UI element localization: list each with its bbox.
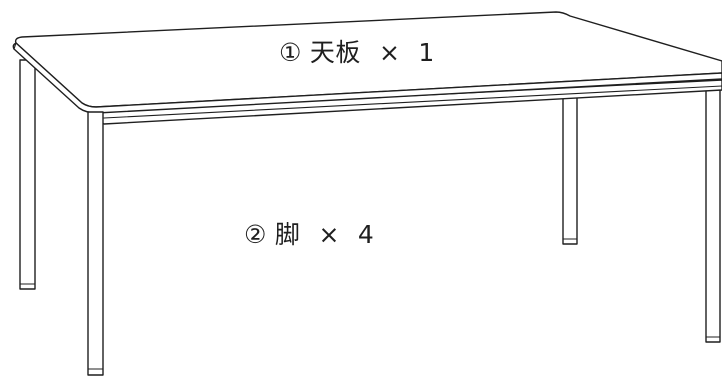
part-quantity: 4 — [357, 220, 375, 249]
part-name: 脚 — [274, 220, 301, 249]
multiply-sign: × — [378, 38, 401, 67]
multiply-sign: × — [318, 220, 340, 249]
part-number: ① — [279, 38, 302, 67]
table-top — [12, 11, 722, 114]
part-quantity: 1 — [418, 38, 435, 67]
leg-back-left — [19, 59, 36, 290]
part-name: 天板 — [309, 38, 361, 67]
leg-back-right — [562, 83, 578, 245]
leg-front-right — [705, 71, 721, 343]
part-number: ② — [244, 220, 267, 249]
leg-front-left — [87, 111, 104, 376]
